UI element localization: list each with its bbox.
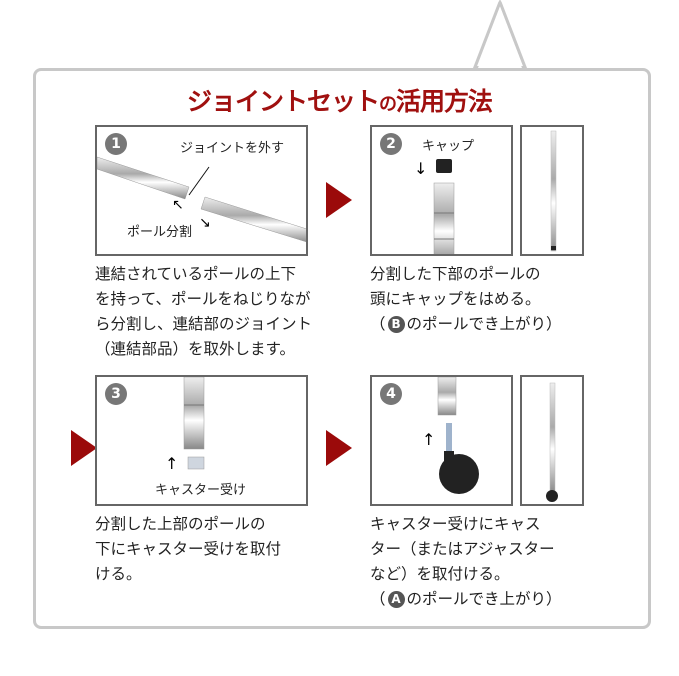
split-pole-image: ↖↘: [97, 156, 306, 243]
step4-photo: ↑ 4: [370, 375, 513, 506]
cap-pole-image: ↓: [414, 159, 455, 254]
page-title: ジョイントセットの活用方法: [186, 87, 493, 116]
label-split-pole: ポール分割: [127, 225, 193, 240]
svg-text:↘: ↘: [199, 215, 211, 231]
label-remove-joint: ジョイントを外す: [180, 141, 285, 156]
svg-text:↓: ↓: [414, 159, 427, 178]
step2-photo: ↓ 2 キャップ: [370, 125, 513, 256]
next-arrow-icon: [326, 430, 352, 466]
svg-text:↖: ↖: [172, 197, 184, 213]
step-number: 4: [380, 383, 402, 405]
step1-photo: ↖↘ 1 ジョイントを外す ポール分割: [95, 125, 308, 256]
step-number: 3: [105, 383, 127, 405]
step2-result-photo: [520, 125, 584, 256]
finished-pole-b-image: [550, 130, 557, 252]
caster-attach-image: ↑: [422, 377, 479, 494]
step3-photo: ↑ 3 キャスター受け: [95, 375, 308, 506]
next-arrow-icon: [326, 182, 352, 218]
step-number: 2: [380, 133, 402, 155]
step4-result-photo: [520, 375, 584, 506]
step-number: 1: [105, 133, 127, 155]
next-arrow-icon: [71, 430, 97, 466]
step1-description: 連結されているポールの上下を持って、ポールをねじりながら分割し、連結部のジョイン…: [95, 265, 313, 358]
pole-a-badge: A: [387, 591, 405, 608]
caster-socket-image: ↑: [165, 377, 205, 473]
finished-pole-a-image: [546, 382, 558, 502]
label-caster-socket: キャスター受け: [155, 483, 247, 498]
step3-description: 分割した上部のポールの下にキャスター受けを取付ける。: [95, 515, 282, 583]
svg-text:↑: ↑: [165, 454, 178, 473]
pole-b-badge: B: [387, 316, 405, 333]
speech-bubble-tail: [473, 0, 527, 72]
svg-text:↑: ↑: [422, 430, 435, 449]
label-cap: キャップ: [422, 139, 475, 154]
